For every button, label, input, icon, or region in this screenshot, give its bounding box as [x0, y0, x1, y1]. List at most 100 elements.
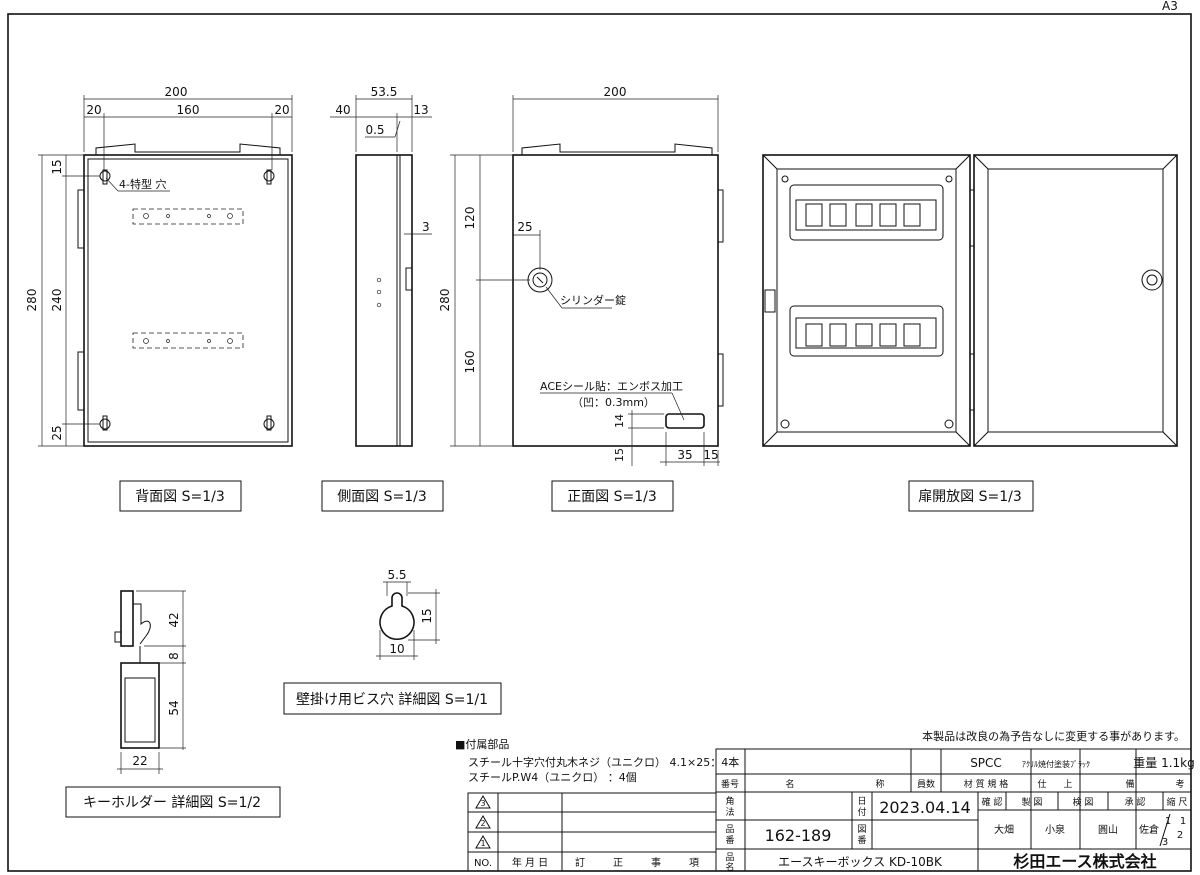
view-titles: 背面図 S=1/3 側面図 S=1/3 正面図 S=1/3 扉開放図 S=1/3 [119, 480, 1034, 512]
sheet-size-label: A3 [1162, 0, 1178, 13]
back-dim-bottom: 25 [50, 425, 64, 440]
back-dim-mid-h: 240 [50, 289, 64, 312]
hdr-finish-1: 仕 [1037, 778, 1046, 790]
checker-3: 圓山 [1098, 824, 1118, 836]
scale-label: 縮 尺 [1167, 796, 1188, 808]
rev-hdr-2: 正 [613, 858, 623, 869]
product-name: エースキーボックス KD-10BK [778, 855, 943, 869]
back-view-title: 背面図 S=1/3 [135, 489, 225, 505]
hdr-name2: 称 [875, 778, 884, 790]
back-dim-top: 15 [50, 159, 64, 174]
scale-c: 1 [1180, 816, 1186, 827]
check-label-3: 検 図 [1073, 796, 1094, 808]
side-dim-3: 3 [422, 220, 430, 234]
front-dim-160: 160 [463, 351, 477, 374]
finish-spec: ｱｸﾘﾙ焼付塗装ﾌﾞﾗｯｸ [1022, 759, 1090, 769]
row-kakuho-1: 角 [725, 795, 734, 807]
back-hole-callout: 4-特型 穴 [119, 177, 166, 191]
back-dim-width: 200 [165, 85, 188, 99]
hinge-lower [77, 351, 85, 411]
notice-text: 本製品は改良の為予告なしに変更する事があります。 [922, 729, 1185, 743]
front-view: シリンダー錠 ACEシール貼：エンボス加工 （凹：0.3mm） 200 280 … [438, 85, 724, 466]
drawing-date: 2023.04.14 [879, 798, 971, 817]
parts-line1: スチール十字穴付丸木ネジ（ユニクロ） 4.1×25：4本 [468, 755, 739, 769]
scale-b: 3 [1162, 837, 1168, 848]
label-callout-line2: （凹：0.3mm） [572, 396, 655, 409]
back-dim-height: 280 [25, 289, 39, 312]
side-view-title: 側面図 S=1/3 [337, 489, 427, 505]
company-name: 杉田エース株式会社 [1013, 852, 1156, 871]
hdr-no: 番号 [721, 778, 739, 790]
parts-heading: ■付属部品 [455, 737, 509, 751]
side-dim-thickness: 0.5 [365, 123, 384, 137]
back-dim-left: 20 [86, 103, 101, 117]
key-hook-rail-upper [789, 184, 944, 241]
label-callout-line1: ACEシール貼：エンボス加工 [540, 379, 683, 393]
ace-seal-label [665, 413, 705, 429]
back-top-flange [95, 143, 281, 155]
hinge-upper [77, 189, 85, 249]
back-dim-mid: 160 [177, 103, 200, 117]
rev-mark-2: 2 [480, 819, 485, 828]
row-hinmei-1: 品 [725, 852, 734, 863]
key-hook-rail-lower [789, 305, 944, 357]
side-dim-13: 13 [413, 103, 428, 117]
scale-a: 1 [1165, 816, 1171, 827]
front-dim-35: 35 [677, 448, 692, 462]
back-dashed-rail-lower [132, 332, 244, 349]
hdr-remark-2: 考 [1175, 779, 1184, 790]
hdr-remark-1: 備 [1125, 778, 1134, 790]
check-label-4: 承 認 [1125, 796, 1146, 808]
title-block: SPCC ｱｸﾘﾙ焼付塗装ﾌﾞﾗｯｸ 重量 1.1kg 番号 名 称 員数 材 … [715, 748, 1195, 873]
hdr-name: 名 [785, 778, 794, 790]
keyholder-detail: 42 8 54 22 キーホルダー 詳細図 S=1/2 [65, 590, 281, 818]
front-dim-14: 14 [613, 414, 626, 428]
rev-hdr-3: 事 [651, 856, 661, 869]
keyholder-dim-54: 54 [167, 700, 181, 715]
checker-2: 小泉 [1045, 823, 1065, 836]
open-view-title: 扉開放図 S=1/3 [918, 489, 1022, 505]
row-date-label-1: 日 [857, 796, 866, 807]
row-zuban-1: 図 [857, 824, 866, 835]
rev-hdr-no: NO. [474, 858, 492, 869]
keyholder-dim-22: 22 [132, 754, 147, 768]
screwhole-dim-10: 10 [389, 642, 404, 656]
front-view-outline [512, 154, 719, 447]
hdr-finish-2: 上 [1063, 779, 1072, 790]
hdr-qty: 員数 [917, 778, 935, 790]
rev-mark-3: 3 [480, 799, 485, 808]
keyhole-hole-tl [99, 169, 111, 185]
front-dim-width: 200 [604, 85, 627, 99]
row-hinban-2: 番 [725, 834, 734, 846]
side-dim-depth: 53.5 [371, 85, 398, 99]
back-view-outline [83, 154, 293, 447]
row-hinmei-2: 名 [725, 861, 734, 873]
screwhole-shape [379, 592, 415, 640]
checker-4: 佐倉 [1139, 823, 1159, 836]
back-view: 4-特型 穴 200 20 160 20 280 15 240 25 [25, 85, 293, 447]
side-view: 53.5 40 13 0.5 3 [330, 85, 432, 447]
material-spec: SPCC [970, 756, 1002, 770]
front-view-title: 正面図 S=1/3 [567, 489, 657, 505]
open-cabinet-body [762, 154, 971, 447]
keyholder-dim-8: 8 [167, 652, 181, 660]
back-dim-right: 20 [274, 103, 289, 117]
screwhole-dim-15: 15 [420, 608, 434, 623]
rev-hdr-date: 年 月 日 [512, 856, 548, 869]
weight-spec: 重量 1.1kg [1133, 756, 1194, 770]
check-label-1: 確 認 [982, 796, 1003, 808]
parts-list: ■付属部品 スチール十字穴付丸木ネジ（ユニクロ） 4.1×25：4本 スチールP… [455, 737, 739, 784]
row-kakuho-2: 法 [725, 806, 734, 818]
cylinder-lock-callout: シリンダー錠 [560, 293, 626, 307]
open-door [973, 154, 1178, 447]
front-dim-120: 120 [463, 207, 477, 230]
front-dim-height: 280 [438, 289, 452, 312]
screwhole-dim-55: 5.5 [387, 568, 406, 582]
screwhole-title: 壁掛け用ビス穴 詳細図 S=1/1 [296, 692, 488, 708]
rev-hdr-1: 訂 [575, 856, 585, 869]
keyhole-hole-br [263, 415, 275, 431]
rev-mark-1: 1 [480, 839, 485, 848]
keyhole-hole-bl [99, 415, 111, 431]
keyhole-hole-tr [263, 169, 275, 185]
